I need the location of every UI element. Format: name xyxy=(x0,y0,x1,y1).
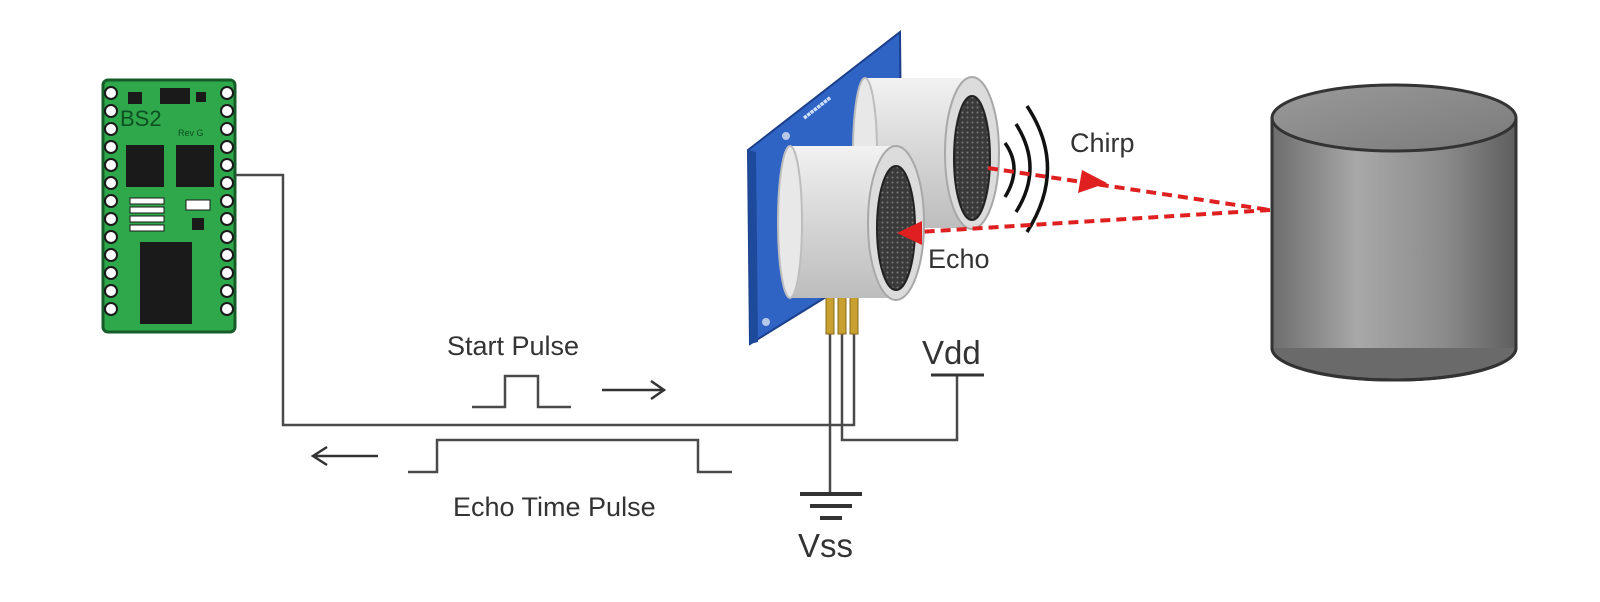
ground-symbol-icon xyxy=(800,492,862,520)
echo-label: Echo xyxy=(928,244,990,274)
bs2-regulator xyxy=(160,88,190,104)
receiver-transducer xyxy=(777,145,925,301)
bs2-module-icon: BS2 Rev G xyxy=(101,78,237,334)
signal-wires xyxy=(236,173,984,492)
sensor-board-edge xyxy=(748,150,758,344)
bs2-rev-label: Rev G xyxy=(178,128,204,138)
start-pulse-waveform xyxy=(472,374,571,409)
signal-wire xyxy=(236,173,856,427)
chirp-label: Chirp xyxy=(1070,128,1135,158)
bs2-ic-right xyxy=(176,145,214,187)
cylinder-top xyxy=(1270,83,1518,153)
bs2-resistor-pack xyxy=(129,197,165,232)
ultrasonic-sensor-icon: ■■■■■■■■ xyxy=(746,29,1000,346)
echo-arrow-icon xyxy=(897,221,922,245)
bs2-cap xyxy=(196,92,206,102)
transmitter-mesh xyxy=(953,95,991,221)
bs2-ic-left xyxy=(126,145,164,187)
start-pulse-label: Start Pulse xyxy=(447,331,579,361)
vdd-wire xyxy=(840,322,959,442)
left-arrow-icon xyxy=(310,445,378,467)
chirp-arrow-icon xyxy=(1078,170,1107,193)
vdd-label: Vdd xyxy=(922,334,981,371)
cylinder-object-icon xyxy=(1270,83,1518,382)
echo-time-pulse-label: Echo Time Pulse xyxy=(453,492,656,522)
right-arrow-icon xyxy=(602,379,667,401)
sound-wave-icon xyxy=(1003,105,1050,233)
bs2-transistor xyxy=(192,218,204,230)
echo-time-pulse-waveform xyxy=(408,438,732,474)
bs2-resistor xyxy=(185,199,211,211)
bs2-crystal xyxy=(128,92,142,104)
bs2-left-pins xyxy=(104,86,118,316)
bs2-label: BS2 xyxy=(120,106,162,131)
sensor-header-pins xyxy=(825,291,859,335)
sensor-mount-hole xyxy=(782,132,790,140)
sensor-mount-hole-2 xyxy=(762,318,770,326)
bs2-board xyxy=(101,78,237,334)
echo-signal-line xyxy=(917,208,1271,234)
bs2-eeprom-chip xyxy=(140,242,192,324)
bs2-right-pins xyxy=(220,86,234,316)
vss-label: Vss xyxy=(798,527,853,564)
